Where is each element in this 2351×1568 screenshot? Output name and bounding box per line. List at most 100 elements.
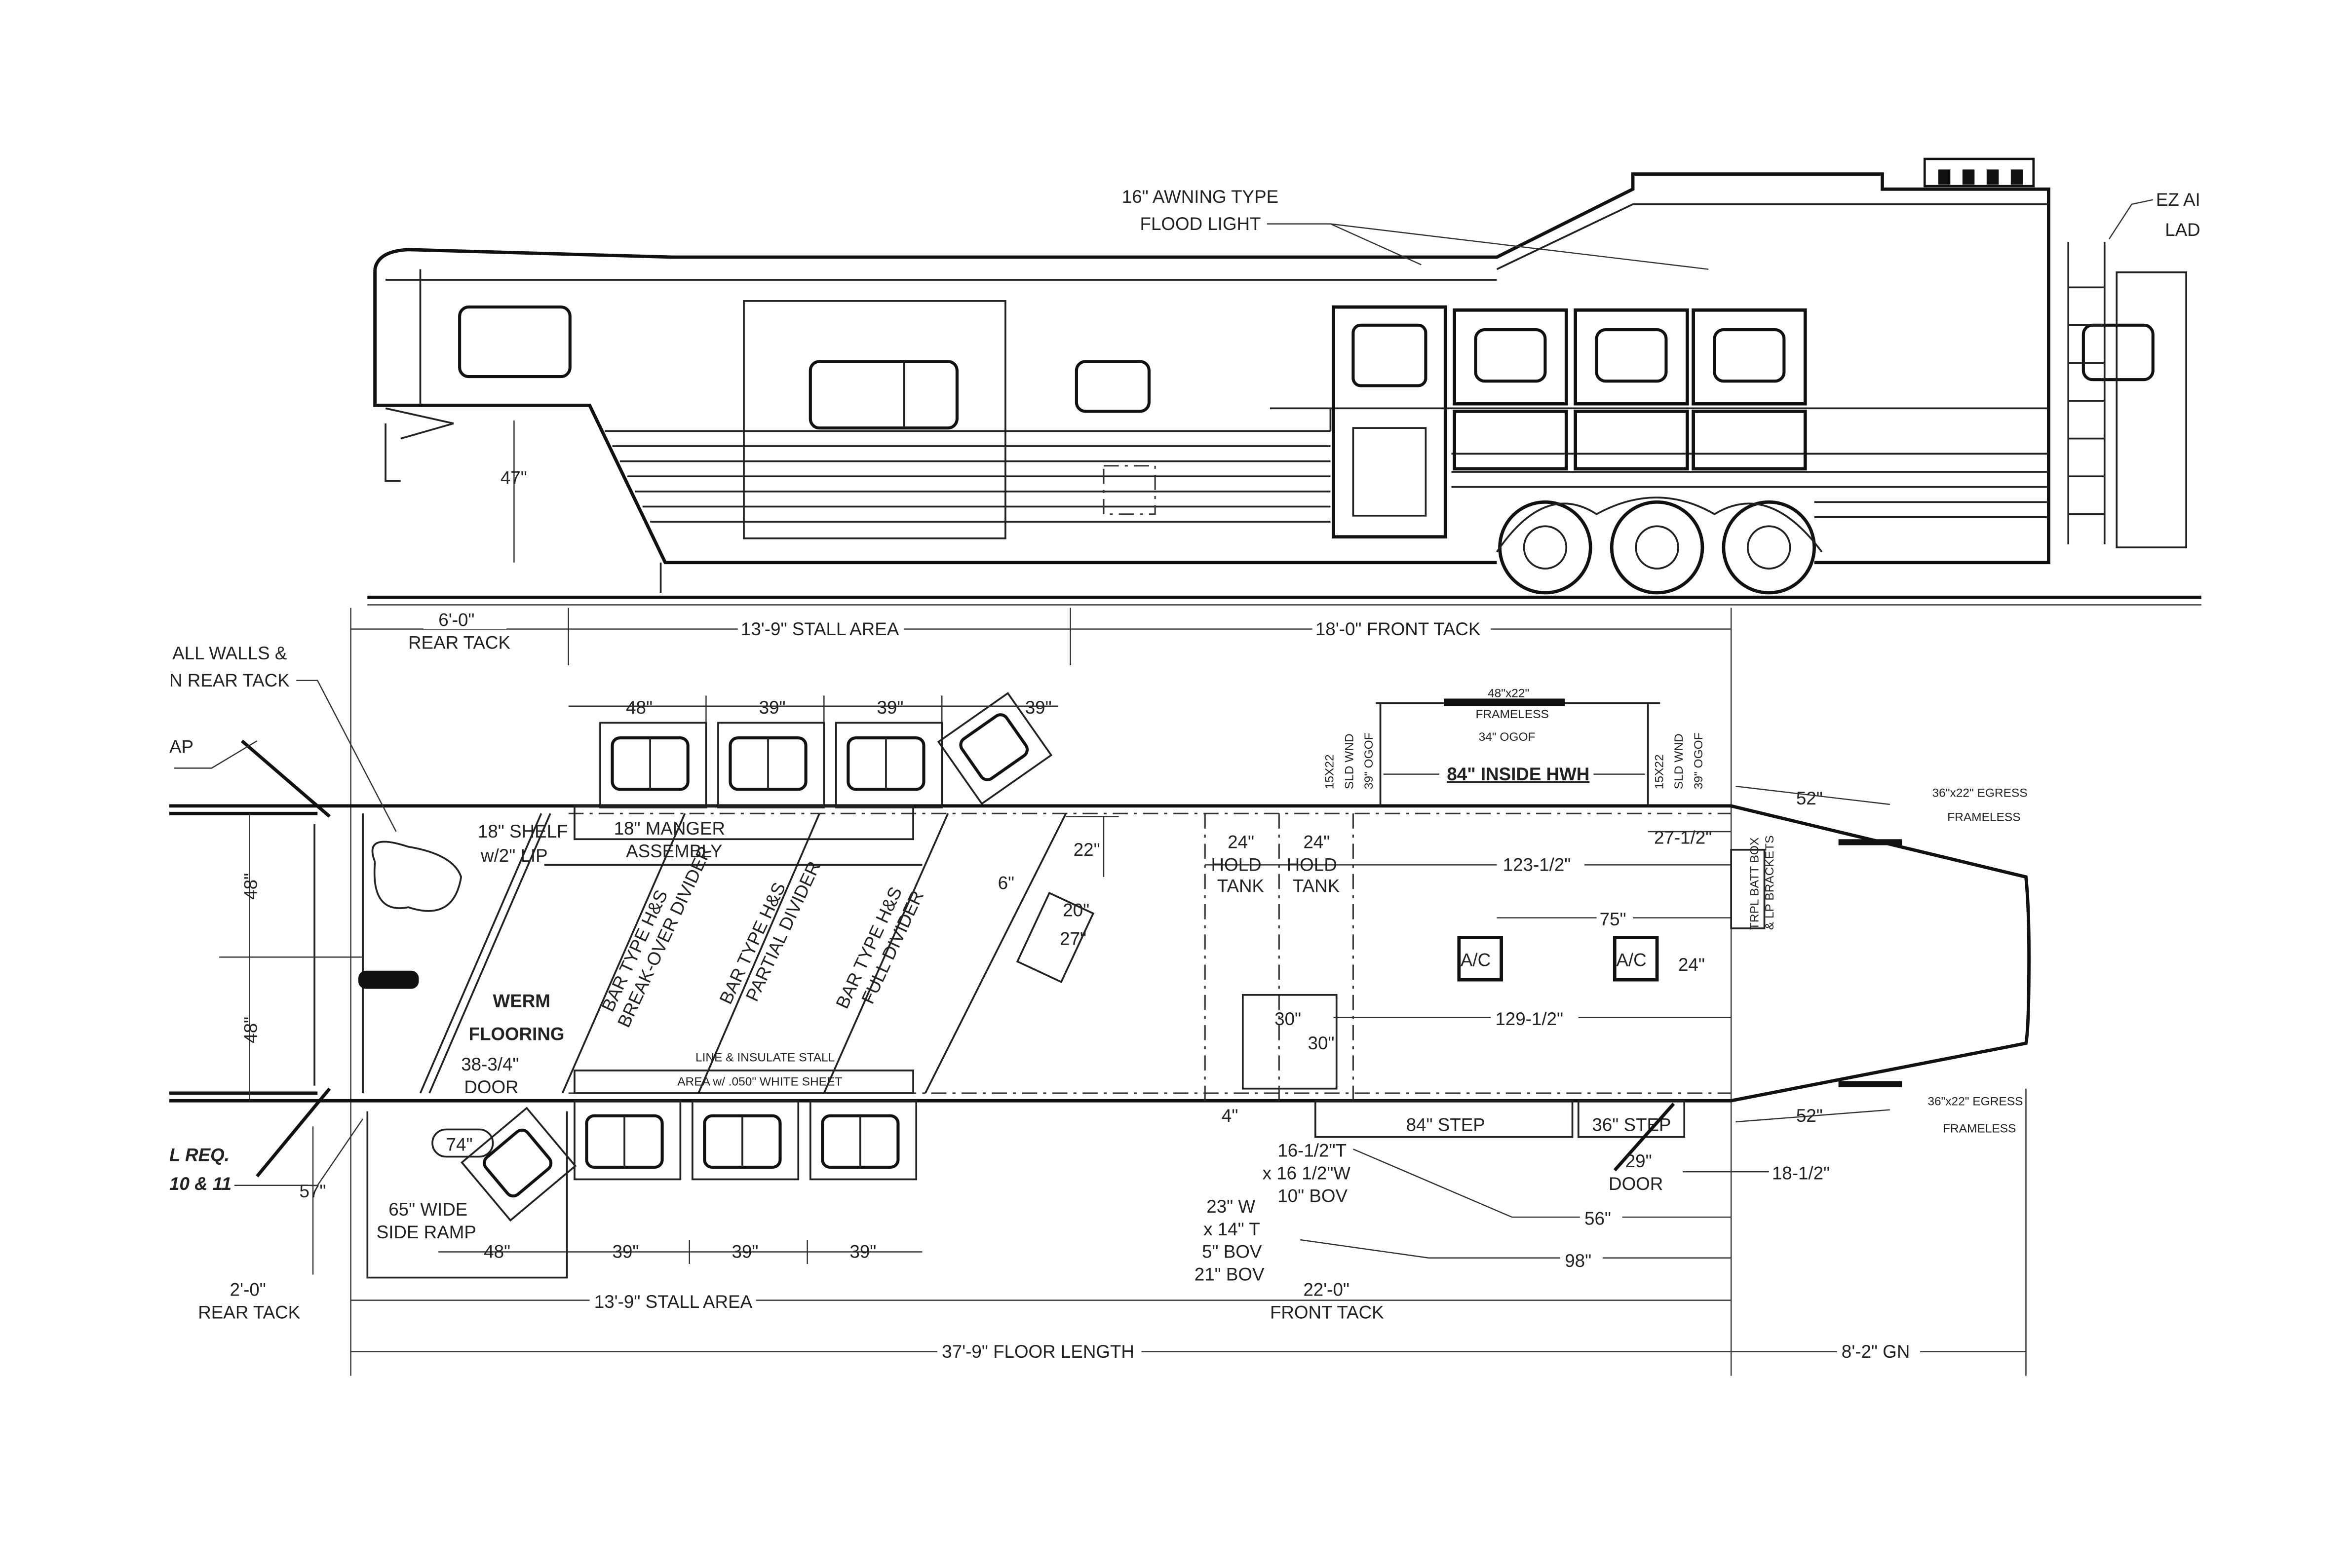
entry-door — [1613, 1103, 1675, 1172]
label-shelf: 18" SHELF — [478, 821, 568, 841]
dim-27-5: 27-1/2" — [1654, 827, 1712, 847]
step-84 — [1314, 1100, 1574, 1138]
dim-48-upper: 48" — [241, 873, 261, 900]
dim-door-38: 38-3/4" — [461, 1054, 519, 1074]
label-divider-1-type: BREAK-OVER DIVIDER — [614, 843, 715, 1031]
dim-stall-area-bottom: 13'-9" STALL AREA — [594, 1292, 753, 1312]
label-ac: A/C — [1461, 950, 1491, 970]
dim-30-height: 30" — [1308, 1033, 1335, 1053]
side-ramp — [366, 1111, 568, 1279]
ac-unit — [1457, 936, 1503, 982]
label-hold-tank-1: HOLD — [1211, 855, 1261, 875]
ladder — [2067, 242, 2106, 545]
dim-52-bottom: 52" — [1796, 1106, 1823, 1126]
dim-front-tack: 18'-0" FRONT TACK — [1315, 619, 1481, 639]
feed-windows — [1453, 308, 1807, 471]
dim-rear-tack-bottom: 2'-0" — [230, 1279, 266, 1300]
stripes — [605, 407, 2049, 523]
window — [809, 360, 959, 430]
dim-hold-tank-1: 24" — [1228, 832, 1254, 852]
label-werm: WERM — [493, 991, 550, 1011]
label-door: DOOR — [1609, 1174, 1663, 1194]
label-front-tack-bottom: FRONT TACK — [1270, 1302, 1384, 1322]
dim-74: 74" — [446, 1134, 473, 1154]
dim-front-tack-bottom: 22'-0" — [1303, 1279, 1349, 1300]
dim-window-48: 48" — [484, 1242, 510, 1262]
label-step-36: 36" STEP — [1592, 1114, 1671, 1135]
step-36 — [1577, 1100, 1686, 1138]
dim-129-5: 129-1/2" — [1495, 1009, 1563, 1029]
label-vent-1-bov: 10" BOV — [1277, 1186, 1348, 1206]
manger-assembly — [574, 805, 914, 841]
dim-27: 27" — [1060, 929, 1086, 949]
dim-gooseneck: 8'-2" GN — [1842, 1341, 1910, 1362]
front-window — [2081, 323, 2155, 382]
battery-box — [1730, 848, 1766, 929]
dim-52-top: 52" — [1796, 788, 1823, 808]
label-vent-1-height: 16-1/2"T — [1277, 1141, 1347, 1161]
dim-stall-area: 13'-9" STALL AREA — [741, 619, 899, 639]
callout-flood-light: 16" AWNING TYPE — [1122, 187, 1278, 207]
dim-floor-length: 37'-9" FLOOR LENGTH — [942, 1341, 1134, 1362]
dim-window-39: 39" — [1025, 697, 1052, 718]
bottom-dimensions: 2'-0" REAR TACK 13'-9" STALL AREA 22'-0"… — [198, 1279, 1921, 1363]
tack-door — [1332, 305, 1447, 539]
rear-doors — [240, 739, 331, 1178]
dim-47: 47" — [501, 467, 527, 488]
label-rear-tack-bottom: REAR TACK — [198, 1302, 300, 1322]
dim-18-5: 18-1/2" — [1772, 1163, 1830, 1183]
dim-123-5: 123-1/2" — [1503, 855, 1571, 875]
label-ogof: 39" OGOF — [1362, 732, 1376, 789]
label-manger-assembly: ASSEMBLY — [626, 841, 722, 861]
dim-20: 20" — [1063, 900, 1089, 920]
label-egress-top: 36"x22" EGRESS — [1932, 787, 2028, 800]
dim-24: 24" — [1678, 955, 1705, 975]
label-egress-bottom: 36"x22" EGRESS — [1927, 1095, 2023, 1108]
label-side-window: 15X22 — [1653, 754, 1666, 789]
label-step-84: 84" STEP — [1406, 1114, 1485, 1135]
dim-door-29: 29" — [1625, 1151, 1652, 1171]
label-rear-tack: REAR TACK — [408, 632, 510, 652]
label-ramp-width: 65" WIDE — [388, 1199, 467, 1220]
label-frameless: FRAMELESS — [1943, 1122, 2016, 1136]
callout-req: L REQ. — [169, 1145, 230, 1165]
label-shelf-lip: w/2" LIP — [480, 845, 548, 866]
label-ogof: 34" OGOF — [1479, 730, 1536, 744]
dim-window-39: 39" — [613, 1242, 639, 1262]
callout-rear-tack: N REAR TACK — [169, 670, 290, 690]
label-tank-2: TANK — [1293, 876, 1340, 896]
label-vent-2-bov-2: 21" BOV — [1195, 1264, 1265, 1285]
side-door — [743, 300, 1006, 539]
label-vent-2-height: x 14" T — [1203, 1219, 1260, 1239]
top-dimensions: 6'-0" REAR TACK 13'-9" STALL AREA 18'-0"… — [350, 608, 1732, 1376]
callout-walls: ALL WALLS & — [172, 643, 287, 663]
label-ac: A/C — [1616, 950, 1646, 970]
label-ogof: 39" OGOF — [1692, 732, 1705, 789]
dim-window-39: 39" — [732, 1242, 759, 1262]
dim-48-lower: 48" — [241, 1017, 261, 1043]
dim-98: 98" — [1565, 1251, 1591, 1271]
label-vent-2-width: 23" W — [1206, 1196, 1255, 1217]
label-sld-wnd: SLD WND — [1343, 733, 1356, 789]
dim-56: 56" — [1584, 1208, 1611, 1228]
stall-windows-top — [599, 692, 1053, 808]
dim-75: 75" — [1600, 909, 1626, 929]
label-frameless: FRAMELESS — [1947, 811, 2020, 824]
dim-30-width: 30" — [1274, 1009, 1301, 1029]
dim-window-39: 39" — [849, 1242, 876, 1262]
label-vent-1-width: x 16 1/2"W — [1263, 1163, 1351, 1183]
label-liner-2: AREA w/ .050" WHITE SHEET — [677, 1075, 842, 1089]
dim-57: 57" — [299, 1181, 326, 1201]
label-tank-1: TANK — [1217, 876, 1265, 896]
dim-6: 6" — [998, 873, 1014, 893]
label-frameless: FRAMELESS — [1476, 708, 1549, 721]
callout-ap: AP — [169, 737, 193, 757]
dim-22: 22" — [1074, 840, 1100, 860]
vent-box — [1241, 994, 1338, 1090]
side-elevation: 47" 16" AWNING TYPE FLOOD LIGHT EZ AI LA… — [367, 157, 2201, 606]
callout-ref: 10 & 11 — [169, 1174, 231, 1194]
floor-plan: 48" 48" 57" 74" ALL WALLS & N REAR TACK … — [169, 643, 2031, 1376]
callout-ladder-2: LAD — [2165, 220, 2200, 240]
ac-unit — [1613, 936, 1659, 982]
